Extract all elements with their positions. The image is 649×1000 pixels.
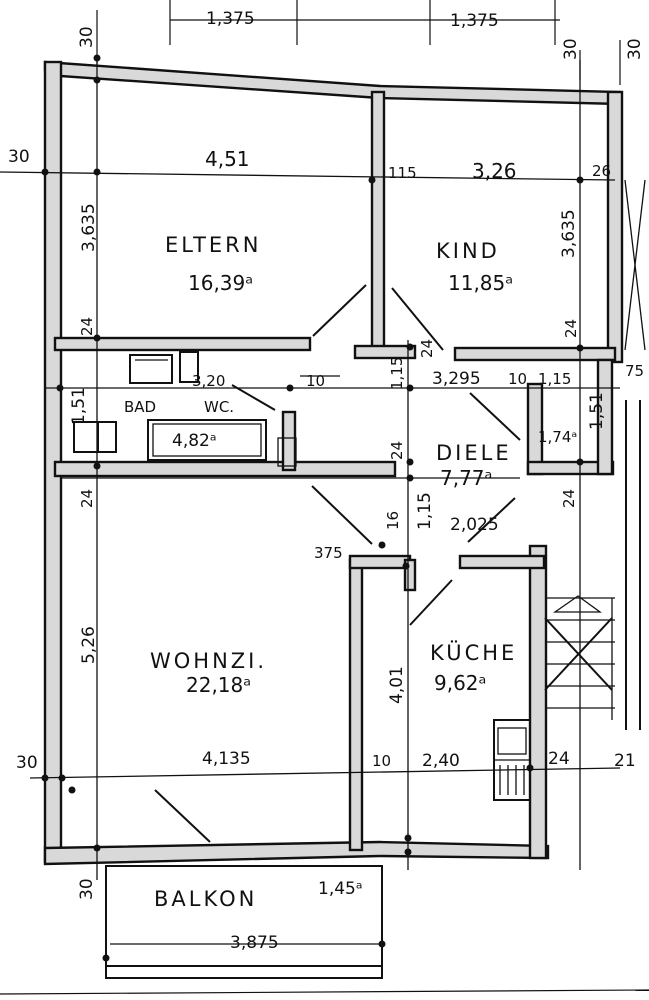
dim-top-left: 1,375 [206, 9, 255, 29]
room-area-bad: 4,82ᵃ [172, 431, 217, 451]
dim-wohn-width: 4,135 [202, 749, 251, 769]
dim-wall-10-b: 10 [508, 370, 527, 388]
dim-mid-wall: 115 [388, 164, 417, 182]
sink-icon [129, 354, 173, 384]
dim-kuche-width: 2,40 [422, 751, 460, 771]
dim-wall-16: 16 [384, 511, 402, 530]
dim-wall-30-left: 30 [8, 147, 30, 167]
room-name-kind: KIND [436, 239, 500, 263]
toilet-icon [179, 351, 199, 383]
dimension-markers [41, 54, 584, 962]
room-name-bad: BAD [124, 398, 156, 416]
dim-balkon-width: 3,875 [230, 933, 279, 953]
dim-nook-height: 1,51 [587, 392, 607, 430]
outer-walls [43, 60, 624, 866]
dim-hall-small-b: 1,15 [538, 370, 571, 388]
kitchen-stove-icon [493, 719, 531, 801]
dim-bad-height: 1,51 [69, 387, 89, 425]
top-dimension-lines [96, 0, 621, 85]
dim-wall-10-a: 10 [306, 372, 325, 390]
dim-kind-height: 3,635 [559, 209, 579, 258]
dim-hall-width: 3,295 [432, 369, 481, 389]
dim-kuche-height: 4,01 [387, 666, 407, 704]
room-area-balkon: 1,45ᵃ [318, 879, 363, 899]
room-labels: ELTERN 16,39ᵃ KIND 11,85ᵃ BAD WC. 4,82ᵃ … [124, 233, 577, 911]
dim-kuche-top: 2,025 [450, 515, 499, 535]
dim-wall-30-b: 30 [561, 38, 581, 60]
reference-lines [0, 55, 621, 880]
room-area-wohnzi: 22,18ᵃ [186, 673, 251, 697]
dim-kind-width: 3,26 [472, 159, 517, 183]
dim-hall-height: 1,15 [415, 492, 435, 530]
dim-wall-24-g: 24 [548, 749, 570, 769]
dim-wall-24-a: 24 [78, 317, 96, 336]
room-name-diele: DIELE [436, 441, 512, 465]
dim-hall-small: 1,15 [388, 357, 406, 390]
interior-walls [53, 90, 617, 852]
dim-w-375: 375 [314, 544, 343, 562]
room-name-wohnzi: WOHNZI. [150, 649, 267, 673]
dim-wall-30-c: 30 [625, 38, 645, 60]
room-area-eltern: 16,39ᵃ [188, 271, 253, 295]
dim-wall-24-c: 24 [562, 319, 580, 338]
door-swings [154, 284, 521, 843]
dim-wall-30-a: 30 [77, 26, 97, 48]
room-area-kuche: 9,62ᵃ [434, 671, 486, 695]
dim-right-21: 21 [614, 751, 636, 771]
dim-corner-75: 75 [625, 362, 644, 380]
dim-eltern-width: 4,51 [205, 147, 250, 171]
dim-wall-24-d: 24 [388, 441, 406, 460]
room-name-wc: WC. [204, 398, 234, 416]
room-name-eltern: ELTERN [165, 233, 261, 257]
dim-wall-24-b: 24 [418, 339, 436, 358]
dim-bottom-30: 30 [16, 753, 38, 773]
dim-wall-10-c: 10 [372, 752, 391, 770]
dim-wall-24-e: 24 [78, 489, 96, 508]
room-name-balkon: BALKON [154, 887, 257, 911]
dim-right-edge: 26 [592, 162, 611, 180]
dim-wohn-height: 5,26 [79, 626, 99, 664]
dim-top-right: 1,375 [450, 11, 499, 31]
dim-eltern-height: 3,635 [79, 203, 99, 252]
room-area-diele: 7,77ᵃ [440, 466, 492, 490]
room-name-kuche: KÜCHE [430, 640, 517, 665]
bathroom-fixtures [73, 351, 297, 467]
dim-bottom-30-b: 30 [77, 878, 97, 900]
dim-bad-width: 3,20 [192, 372, 225, 390]
dim-wall-24-f: 24 [560, 489, 578, 508]
dimension-labels: 1,375 1,375 30 30 30 30 4,51 115 3,26 26… [8, 9, 645, 953]
room-area-kind: 11,85ᵃ [448, 271, 513, 295]
balcony [0, 865, 649, 995]
bathtub-icon [147, 419, 267, 461]
staircase [544, 179, 646, 730]
room-area-diele-nook: 1,74ᵃ [538, 428, 577, 446]
